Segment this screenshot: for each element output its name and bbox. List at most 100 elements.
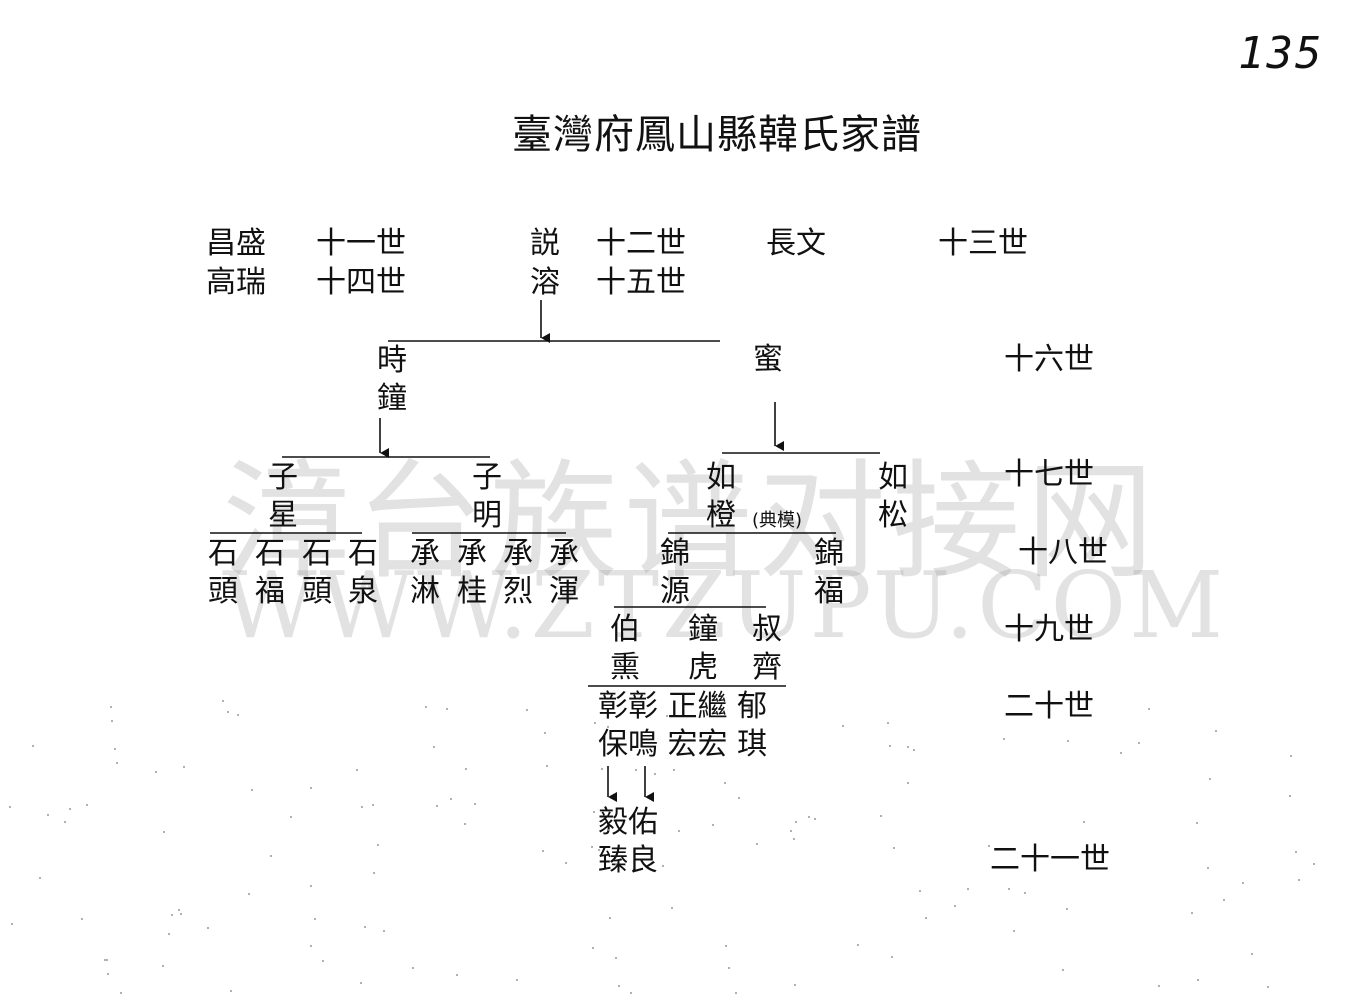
- scan-speck: [1251, 953, 1253, 955]
- gen12-label: 十二世: [596, 226, 686, 261]
- member-chenglie: 承烈: [503, 536, 533, 609]
- member-shuqi: 叔齊: [752, 612, 782, 685]
- gen12-name: 説: [530, 226, 560, 261]
- scan-speck: [120, 992, 122, 994]
- scan-speck: [1120, 752, 1122, 754]
- scan-speck: [607, 726, 609, 728]
- scan-speck: [1196, 822, 1198, 824]
- scan-speck: [546, 765, 548, 767]
- scan-speck: [1013, 930, 1015, 932]
- scan-speck: [178, 909, 180, 911]
- scan-speck: [795, 821, 797, 823]
- scan-speck: [47, 814, 49, 816]
- scan-speck: [360, 982, 362, 984]
- scan-speck: [310, 945, 312, 947]
- scan-speck: [114, 748, 116, 750]
- scan-speck: [654, 773, 656, 775]
- scan-speck: [1215, 730, 1217, 732]
- scan-speck: [107, 973, 109, 975]
- scan-speck: [967, 888, 969, 890]
- scan-speck: [756, 843, 758, 845]
- scan-speck: [988, 845, 990, 847]
- scan-speck: [1003, 738, 1005, 740]
- scan-speck: [857, 944, 859, 946]
- member-shitou-1: 石頭: [208, 536, 238, 609]
- scan-speck: [446, 708, 448, 710]
- scan-speck: [1197, 979, 1199, 981]
- scan-speck: [1138, 742, 1140, 744]
- gen21-label: 二十一世: [990, 842, 1110, 877]
- scan-speck: [155, 771, 157, 773]
- scan-speck: [310, 787, 312, 789]
- gen18-label: 十八世: [1018, 535, 1108, 570]
- scan-speck: [86, 804, 88, 806]
- member-jinfu: 錦福: [814, 536, 844, 609]
- scan-speck: [738, 797, 740, 799]
- scan-speck: [1191, 912, 1193, 914]
- scan-speck: [893, 847, 895, 849]
- member-rucheng-note: (典模): [752, 510, 803, 531]
- scan-speck: [725, 945, 727, 947]
- scan-speck: [678, 830, 680, 832]
- scan-speck: [526, 709, 528, 711]
- member-shiquan: 石泉: [348, 536, 378, 609]
- member-chenghun: 承渾: [549, 536, 579, 609]
- gen14-label: 十四世: [316, 265, 406, 300]
- scan-speck: [1158, 985, 1160, 987]
- scan-speck: [615, 863, 617, 865]
- scan-speck: [106, 959, 108, 961]
- scan-speck: [712, 824, 714, 826]
- scan-speck: [412, 967, 414, 969]
- scan-speck: [356, 769, 358, 771]
- scan-speck: [81, 918, 83, 920]
- scan-speck: [609, 917, 611, 919]
- gen14-name: 高瑞: [206, 265, 266, 300]
- scan-speck: [1242, 882, 1244, 884]
- page-title: 臺灣府鳳山縣韓氏家譜: [512, 112, 922, 158]
- scan-speck: [1313, 863, 1315, 865]
- scan-speck: [954, 905, 956, 907]
- scan-speck: [474, 803, 476, 805]
- scan-speck: [565, 862, 567, 864]
- scan-speck: [383, 930, 385, 932]
- scan-speck: [748, 707, 750, 709]
- scan-speck: [889, 745, 891, 747]
- scan-speck: [601, 768, 603, 770]
- scan-speck: [361, 806, 363, 808]
- scan-speck: [1289, 795, 1291, 797]
- scan-speck: [322, 960, 324, 962]
- gen11-label: 十一世: [316, 226, 406, 261]
- scan-speck: [227, 711, 229, 713]
- scan-speck: [666, 715, 668, 717]
- gen16-label: 十六世: [1004, 342, 1094, 377]
- member-shitou-2: 石頭: [302, 536, 332, 609]
- scan-speck: [907, 782, 909, 784]
- gen21-row-2: 臻良: [598, 843, 658, 878]
- scan-speck: [32, 745, 34, 747]
- scan-speck: [1062, 969, 1064, 971]
- scan-speck: [880, 815, 882, 817]
- gen15-label: 十五世: [596, 265, 686, 300]
- scan-speck: [1024, 892, 1026, 894]
- scan-speck: [728, 967, 730, 969]
- scan-speck: [64, 821, 66, 823]
- scan-speck: [907, 746, 909, 748]
- scan-speck: [183, 766, 185, 768]
- member-shifu: 石福: [255, 536, 285, 609]
- scan-speck: [373, 872, 375, 874]
- scan-speck: [222, 700, 224, 702]
- member-ziming: 子明: [472, 460, 502, 533]
- scan-speck: [645, 822, 647, 824]
- scan-speck: [1298, 879, 1300, 881]
- scan-speck: [364, 926, 366, 928]
- scan-speck: [251, 789, 253, 791]
- scan-speck: [116, 762, 118, 764]
- scan-speck: [168, 933, 170, 935]
- scan-speck: [310, 885, 312, 887]
- scan-speck: [1209, 778, 1211, 780]
- scan-speck: [630, 992, 632, 994]
- scan-speck: [913, 749, 915, 751]
- scan-speck: [162, 965, 164, 967]
- scan-speck: [1148, 708, 1150, 710]
